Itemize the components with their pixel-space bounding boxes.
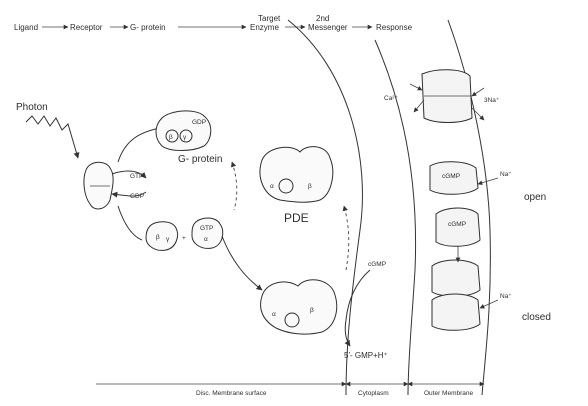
pde-subunit (285, 313, 299, 327)
pde-beta-label: β (308, 183, 312, 190)
open-label: open (524, 192, 546, 203)
pde-label: PDE (284, 211, 309, 225)
cgmp-label: cGMP (368, 261, 386, 268)
pde-inactive-shape (260, 147, 333, 203)
ca-arrow (414, 100, 424, 112)
g-protein-heterotrimer: β γ GDP G- protein (156, 111, 222, 165)
na-in-arrow (472, 88, 484, 96)
beta-subunit-label: β (156, 234, 160, 241)
alpha-subunit-label: α (204, 236, 208, 243)
pde-active-shape (261, 280, 337, 334)
disc-membrane-label: Disc. Membrane surface (196, 390, 267, 397)
plus-sign: + (182, 235, 186, 242)
pathway-step-g-protein: G- protein (130, 23, 166, 32)
alpha-gtp-subunit: GTP α (192, 218, 223, 248)
g-protein-label: G- protein (178, 154, 222, 165)
ca-in-arrow (410, 84, 422, 90)
beta-subunit-label: β (169, 134, 173, 141)
receptor-shape (84, 162, 113, 209)
na-open-arrow (478, 178, 498, 184)
pathway-step-receptor: Receptor (70, 23, 103, 32)
open-channel-cgmp-label: cGMP (442, 173, 460, 180)
compartment-axis: Disc. Membrane surface Cytoplasm Outer M… (96, 384, 484, 397)
cycle-arc-lower (118, 206, 142, 240)
pde-inactive: α β PDE (260, 147, 333, 225)
beta-gamma-shape (146, 222, 178, 251)
alpha-gtp-shape (192, 218, 223, 248)
na-closed-label: Na⁺ (500, 293, 512, 300)
inactivation-arrow (344, 206, 349, 270)
closed-label: closed (522, 312, 551, 323)
cytoplasm-label: Cytoplasm (358, 390, 389, 397)
ca-label: Ca²⁺ (384, 95, 398, 102)
cycle-arc-upper (118, 128, 160, 162)
gtp-gdp-exchange: GTP GDP (112, 171, 146, 200)
closed-channel-cgmp-label: cGMP (448, 221, 466, 228)
pde-alpha-label: α (270, 183, 274, 190)
photon-label: Photon (16, 102, 48, 113)
closed-channel-bottom (432, 294, 480, 330)
beta-gamma-subunits: β γ (146, 222, 178, 251)
photon: Photon (16, 102, 78, 158)
gdp-label: GDP (130, 193, 144, 200)
five-gmp-label: 5'- GMP+H⁺ (344, 351, 388, 360)
cytoplasm-boundary (288, 20, 362, 395)
gtp-label: GTP (130, 173, 143, 180)
outer-membrane-inner (375, 40, 416, 395)
pathway-step-ligand: Ligand (14, 23, 38, 32)
reassociation-arrow (232, 162, 237, 210)
closed-channel-mid (432, 260, 480, 296)
receptor (84, 162, 113, 209)
na-exchanger-label: 3Na⁺ (484, 97, 500, 104)
activation-arrow (222, 236, 262, 290)
gtp-bound-label: GTP (200, 225, 213, 232)
gdp-bound-label: GDP (192, 119, 206, 126)
cgmp-channel-closed: cGMP Na⁺ closed (432, 208, 551, 330)
exchanger-channel: Ca²⁺ 3Na⁺ (384, 70, 500, 123)
photon-wave-icon (26, 116, 78, 158)
pde-active-alpha-label: α (272, 311, 276, 318)
na-out-arrow (472, 108, 484, 120)
hydrolysis-arrow (345, 270, 370, 346)
outer-membrane-label: Outer Membrane (424, 390, 474, 397)
pathway-step-response: Response (376, 23, 413, 32)
pde-active: α β (261, 280, 337, 334)
na-open-label: Na⁺ (500, 171, 512, 178)
pde-active-beta-label: β (310, 307, 314, 314)
pde-subunit (279, 179, 293, 193)
